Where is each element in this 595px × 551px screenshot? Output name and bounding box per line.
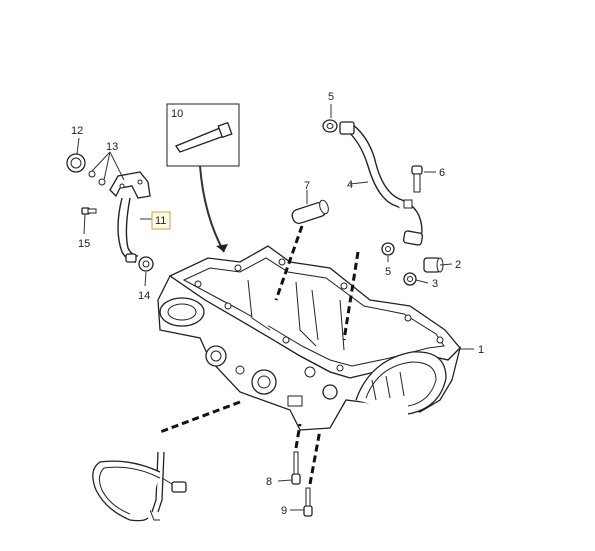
breather-hose bbox=[339, 121, 424, 341]
callout-11-highlight bbox=[151, 211, 171, 230]
flange-bolt-holes bbox=[194, 258, 444, 372]
leader-lines bbox=[76, 104, 474, 511]
callout-4: 4 bbox=[347, 179, 353, 191]
seal-ring-top bbox=[322, 119, 338, 133]
callout-11: 11 bbox=[155, 215, 166, 227]
oil-level-sensor bbox=[92, 400, 241, 522]
callout-7: 7 bbox=[304, 180, 310, 192]
screw-15 bbox=[81, 207, 97, 215]
callout-6: 6 bbox=[439, 167, 445, 179]
callout-13: 13 bbox=[106, 141, 118, 153]
seal-14 bbox=[138, 256, 154, 272]
callout-12: 12 bbox=[71, 125, 83, 137]
callout-5-top: 5 bbox=[328, 91, 334, 103]
small-rings-13 bbox=[88, 170, 106, 186]
callout-8: 8 bbox=[266, 476, 272, 488]
seal-ring-lower bbox=[381, 242, 395, 256]
oil-pan bbox=[157, 245, 462, 431]
callout-10: 10 bbox=[171, 108, 183, 120]
o-ring-12 bbox=[66, 153, 86, 173]
drain-washer bbox=[403, 272, 417, 286]
callout-5-lower: 5 bbox=[385, 266, 391, 278]
callout-15: 15 bbox=[78, 238, 90, 250]
callout-9: 9 bbox=[281, 505, 287, 517]
oil-level-tube-assembly bbox=[109, 171, 151, 263]
callout-1: 1 bbox=[478, 344, 484, 356]
plug-part bbox=[274, 199, 329, 301]
bolt-9 bbox=[303, 429, 322, 517]
bolt-8 bbox=[291, 423, 302, 485]
callout-labels: 1 2 3 4 5 5 6 7 8 9 10 11 12 13 14 15 bbox=[71, 91, 484, 517]
callout-14: 14 bbox=[138, 290, 150, 302]
bolt-6 bbox=[411, 165, 423, 193]
callout-3: 3 bbox=[432, 278, 438, 290]
callout-2: 2 bbox=[455, 259, 461, 271]
sealant-tube-box bbox=[166, 103, 240, 253]
